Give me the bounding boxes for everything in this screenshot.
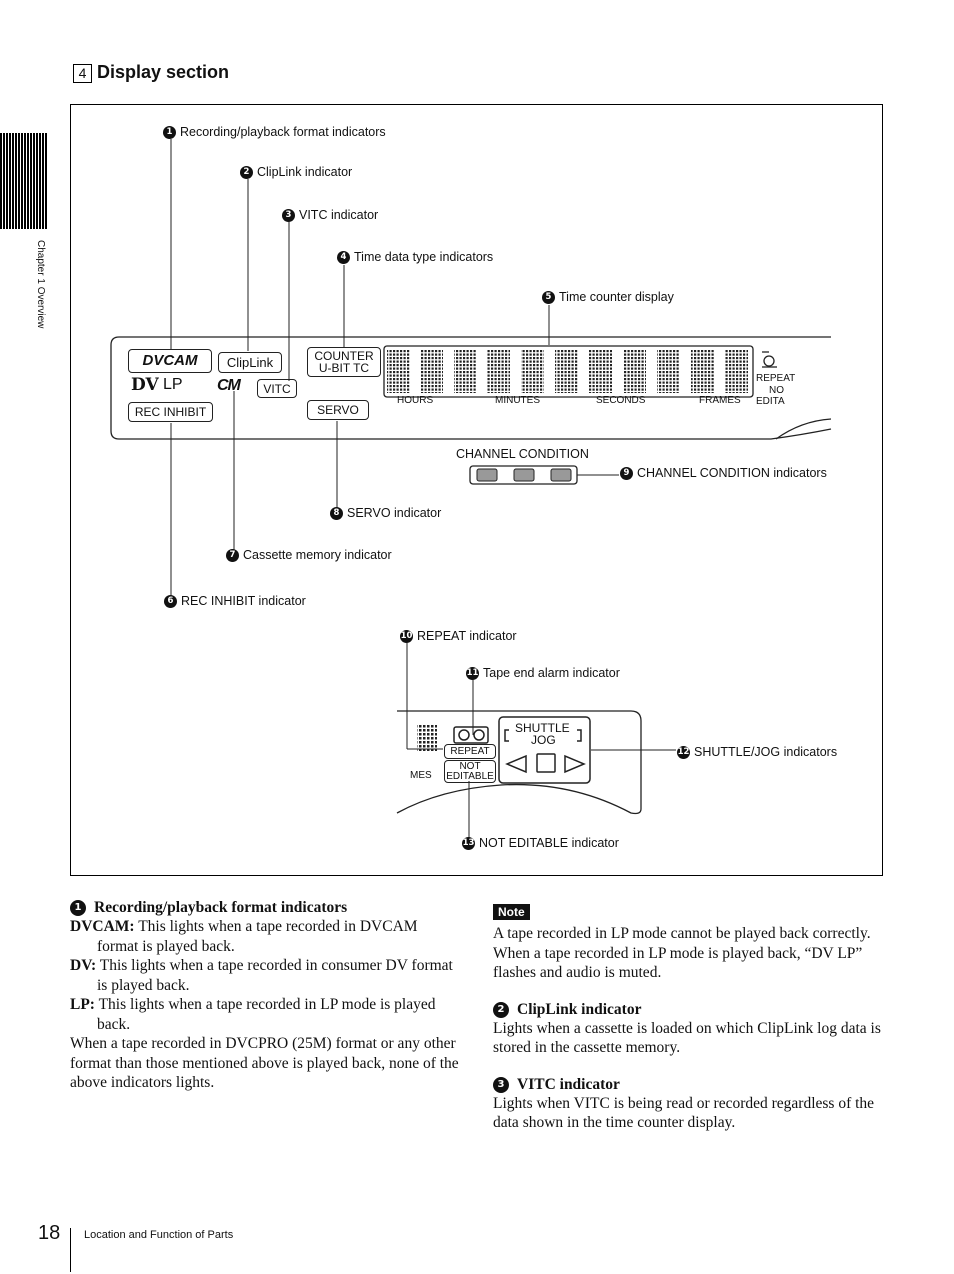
counter-label: COUNTER (314, 349, 374, 363)
dvcam-indicator: DVCAM (128, 349, 212, 373)
mes-label: MES (410, 770, 432, 781)
cliplink-text: Lights when a cassette is loaded on whic… (493, 1019, 881, 1057)
section-title: Display section (97, 62, 230, 82)
frames-label: FRAMES (699, 395, 741, 406)
hours-label: HOURS (397, 395, 434, 406)
cliplink-indicator: ClipLink (218, 352, 282, 373)
channel-condition-leds (469, 465, 578, 485)
diagram-lines (110, 139, 832, 843)
servo-indicator: SERVO (307, 400, 369, 420)
tape-end-icon-upper (762, 351, 777, 368)
minutes-label: MINUTES (495, 395, 540, 406)
dvcam-definition: DVCAM: This lights when a tape recorded … (70, 918, 418, 955)
not-editable-indicator: NOT EDITABLE (444, 760, 496, 783)
dv-logo: DV (131, 375, 159, 395)
shuttle-label: SHUTTLE (515, 721, 570, 735)
footer-divider (70, 1228, 71, 1272)
channel-condition-label: CHANNEL CONDITION (456, 447, 589, 461)
repeat-indicator: REPEAT (444, 744, 496, 759)
time-counter-digits (383, 345, 754, 398)
edita-label-upper: EDITA (756, 396, 785, 407)
jog-label: JOG (531, 733, 556, 747)
page-number: 18 (38, 1222, 61, 1244)
repeat-label-upper: REPEAT (756, 373, 796, 384)
no-label-upper: NO (769, 385, 784, 396)
section-number: 4 (73, 64, 92, 83)
note-badge: Note (493, 903, 888, 921)
note-text: A tape recorded in LP mode cannot be pla… (493, 925, 871, 981)
editable-label: EDITABLE (446, 770, 494, 782)
chapter-tab-label: Chapter 1 Overview (35, 240, 46, 329)
tape-end-icon-lower (453, 726, 489, 744)
cassette-memory-indicator: CM (217, 377, 241, 394)
rec-inhibit-indicator: REC INHIBIT (128, 402, 213, 422)
ubit-tc-label: U-BIT TC (318, 361, 370, 375)
mes-level-meter (417, 725, 437, 751)
format-paragraph: When a tape recorded in DVCPRO (25M) for… (70, 1035, 459, 1091)
vitc-text: Lights when VITC is being read or record… (493, 1094, 875, 1132)
footer-text: Location and Function of Parts (84, 1229, 234, 1241)
lp-definition: LP: This lights when a tape recorded in … (70, 996, 436, 1033)
dv-definition: DV: This lights when a tape recorded in … (70, 957, 453, 994)
right-column: Note A tape recorded in LP mode cannot b… (493, 903, 888, 1133)
shuttle-jog-box (498, 716, 591, 784)
not-label: NOT (459, 760, 481, 772)
seconds-label: SECONDS (596, 395, 646, 406)
chapter-tab-bars (0, 133, 48, 229)
vitc-indicator: VITC (257, 379, 297, 398)
time-data-type-indicators: COUNTER U-BIT TC (307, 347, 381, 377)
lp-indicator: LP (163, 376, 183, 393)
